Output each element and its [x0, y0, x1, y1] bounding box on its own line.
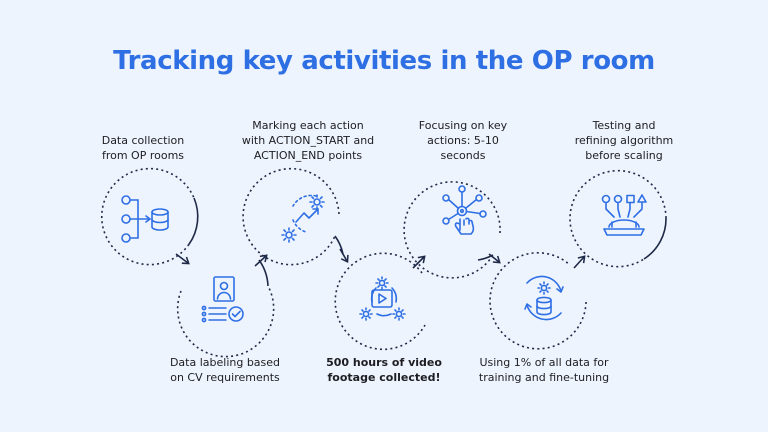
step-4-label: 500 hours of video footage collected!	[309, 355, 459, 385]
step-3-ring	[242, 167, 344, 266]
step-3-line-2: with ACTION_START and	[241, 134, 375, 147]
step-4-connector-arrow	[412, 255, 426, 269]
step-3-line-1: Marking each action	[252, 119, 364, 132]
step-1-connector-arrow	[175, 253, 190, 265]
step-1-label: Data collection from OP rooms	[68, 133, 218, 163]
step-6-connector-arrow	[573, 255, 586, 269]
step-3-line-3: ACTION_END points	[253, 149, 363, 162]
step-4-ring	[334, 252, 426, 351]
step-7-ring	[569, 169, 667, 268]
step-1-line-2: from OP rooms	[101, 149, 185, 162]
data-collection-icon	[121, 195, 169, 243]
step-4-line-1: 500 hours of video	[326, 356, 442, 369]
step-6-ring	[489, 252, 587, 350]
step-6-line-2: training and fine-tuning	[478, 371, 610, 384]
step-1-line-1: Data collection	[101, 134, 185, 147]
step-6-label: Using 1% of all data for training and fi…	[469, 355, 619, 385]
step-2-line-2: on CV requirements	[170, 371, 280, 384]
step-5-ring	[403, 181, 501, 279]
step-3-connector-arrow	[339, 248, 349, 264]
step-5-line-1: Focusing on key	[418, 119, 508, 132]
video-footage-icon	[359, 276, 406, 321]
step-5-label: Focusing on key actions: 5-10 seconds	[388, 118, 538, 163]
step-5-line-3: seconds	[440, 149, 486, 162]
page-title: Tracking key activities in the OP room	[113, 46, 655, 76]
step-2-label: Data labeling based on CV requirements	[150, 355, 300, 385]
step-7-line-3: before scaling	[585, 149, 663, 162]
data-labeling-icon	[201, 276, 244, 323]
step-6-line-1: Using 1% of all data for	[479, 356, 609, 369]
step-7-line-1: Testing and	[592, 119, 656, 132]
step-3-label: Marking each action with ACTION_START an…	[233, 118, 383, 163]
key-actions-icon	[442, 185, 487, 235]
step-1-ring	[100, 167, 199, 266]
step-2-line-1: Data labeling based	[169, 356, 281, 369]
step-7-label: Testing and refining algorithm before sc…	[549, 118, 699, 163]
training-data-icon	[524, 275, 564, 321]
step-5-line-2: actions: 5-10	[427, 134, 499, 147]
step-2-connector-arrow	[254, 254, 268, 267]
testing-algorithm-icon	[601, 194, 647, 236]
step-2-ring	[176, 259, 275, 358]
step-4-line-2: footage collected!	[327, 371, 441, 384]
step-7-line-2: refining algorithm	[574, 134, 674, 147]
action-marking-icon	[281, 194, 325, 243]
step-5-connector-arrow	[488, 253, 501, 264]
